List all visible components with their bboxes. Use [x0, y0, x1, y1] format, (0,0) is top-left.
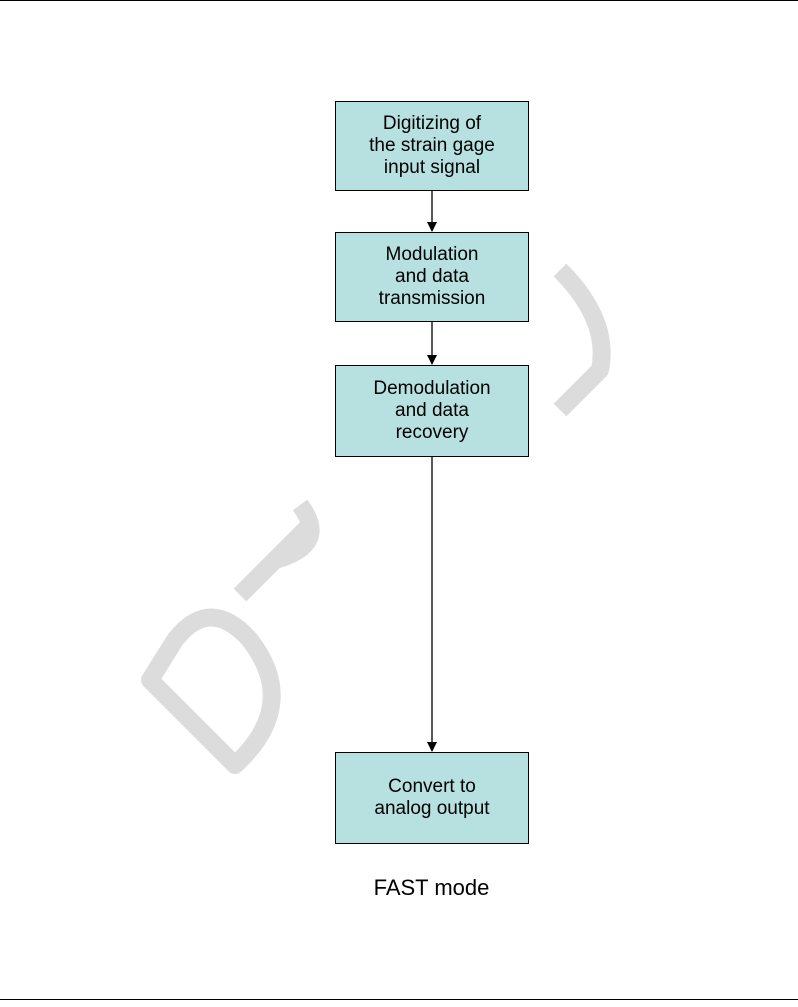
diagram-caption: FAST mode [300, 875, 563, 901]
bottom-rule [0, 999, 798, 1000]
